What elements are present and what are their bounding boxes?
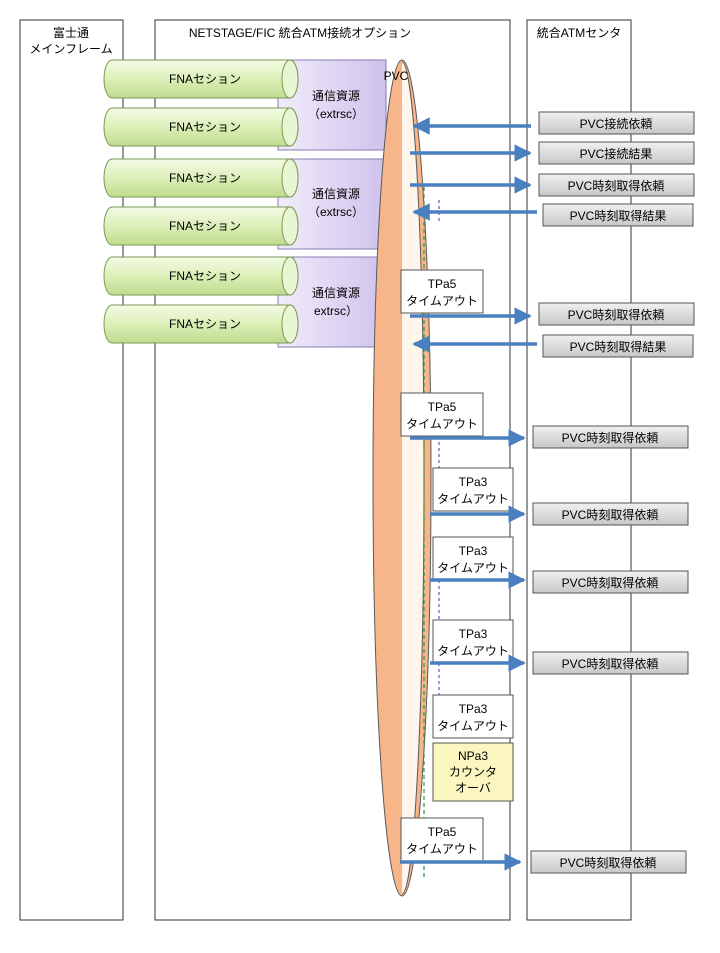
session-label: FNAセション: [169, 317, 241, 331]
timer-name: TPa3: [459, 544, 488, 558]
timer-status: タイムアウト: [406, 294, 478, 308]
counter-box: NPa3 カウンタ オーバ: [432, 742, 514, 802]
message-box: PVC時刻取得依頼: [538, 302, 695, 326]
message-label: PVC時刻取得依頼: [568, 307, 665, 322]
message-label: PVC時刻取得依頼: [562, 575, 659, 590]
message-box: PVC接続依頼: [538, 111, 695, 135]
message-label: PVC時刻取得依頼: [562, 430, 659, 445]
resource-label: （extrsc）: [308, 107, 364, 121]
timer-box: TPa3 タイムアウト: [432, 536, 514, 581]
message-box: PVC時刻取得依頼: [532, 570, 689, 594]
message-box: PVC接続結果: [538, 141, 695, 165]
mainframe-title-line1: 富士通: [53, 25, 89, 40]
timer-name: TPa3: [459, 627, 488, 641]
counter-line: カウンタ: [449, 765, 497, 779]
timer-status: タイムアウト: [437, 561, 509, 575]
message-box: PVC時刻取得結果: [542, 334, 694, 358]
timer-name: TPa3: [459, 702, 488, 716]
timer-box: TPa5 タイムアウト: [400, 817, 484, 862]
message-label: PVC接続依頼: [580, 116, 653, 131]
message-label: PVC接続結果: [580, 146, 653, 161]
session-label: FNAセション: [169, 72, 241, 86]
timer-box: TPa3 タイムアウト: [432, 467, 514, 512]
mainframe-title-line2: メインフレーム: [29, 42, 112, 56]
message-label: PVC時刻取得結果: [570, 339, 667, 354]
timer-name: TPa5: [428, 400, 457, 414]
resource-label: 通信資源: [312, 89, 360, 103]
timer-box: TPa5 タイムアウト: [400, 392, 484, 437]
session-label: FNAセション: [169, 219, 241, 233]
center-title: 統合ATMセンタ: [537, 25, 621, 40]
timer-box: TPa5 タイムアウト: [400, 269, 484, 314]
timer-box: TPa3 タイムアウト: [432, 619, 514, 664]
session-label: FNAセション: [169, 171, 241, 185]
message-label: PVC時刻取得結果: [570, 208, 667, 223]
message-label: PVC時刻取得依頼: [568, 178, 665, 193]
message-box: PVC時刻取得依頼: [538, 173, 695, 197]
session-label: FNAセション: [169, 120, 241, 134]
timer-name: TPa5: [428, 825, 457, 839]
pvc-label: PVC: [384, 69, 409, 83]
message-label: PVC時刻取得依頼: [562, 507, 659, 522]
fna-session: FNAセション: [103, 256, 299, 296]
center-column: [526, 19, 632, 921]
message-box: PVC時刻取得依頼: [530, 850, 687, 874]
fna-session: FNAセション: [103, 206, 299, 246]
timer-status: タイムアウト: [406, 842, 478, 856]
counter-line: オーバ: [455, 781, 491, 795]
resource-label: （extrsc）: [308, 205, 364, 219]
message-label: PVC時刻取得依頼: [560, 855, 657, 870]
timer-status: タイムアウト: [437, 719, 509, 733]
counter-name: NPa3: [458, 749, 488, 763]
message-label: PVC時刻取得依頼: [562, 656, 659, 671]
fna-session: FNAセション: [103, 107, 299, 147]
fna-session: FNAセション: [103, 59, 299, 99]
resource-label: 通信資源: [312, 187, 360, 201]
timer-name: TPa3: [459, 475, 488, 489]
message-box: PVC時刻取得依頼: [532, 502, 689, 526]
timer-name: TPa5: [428, 277, 457, 291]
message-box: PVC時刻取得依頼: [532, 651, 689, 675]
timer-status: タイムアウト: [437, 492, 509, 506]
fna-session: FNAセション: [103, 304, 299, 344]
message-box: PVC時刻取得依頼: [532, 425, 689, 449]
fna-session: FNAセション: [103, 158, 299, 198]
resource-label: extrsc）: [314, 304, 358, 318]
session-label: FNAセション: [169, 269, 241, 283]
timer-status: タイムアウト: [406, 417, 478, 431]
option-title: NETSTAGE/FIC 統合ATM接続オプション: [189, 25, 411, 40]
timer-status: タイムアウト: [437, 644, 509, 658]
message-box: PVC時刻取得結果: [542, 203, 694, 227]
mainframe-column: [19, 19, 124, 921]
timer-box: TPa3 タイムアウト: [432, 694, 514, 739]
resource-label: 通信資源: [312, 286, 360, 300]
